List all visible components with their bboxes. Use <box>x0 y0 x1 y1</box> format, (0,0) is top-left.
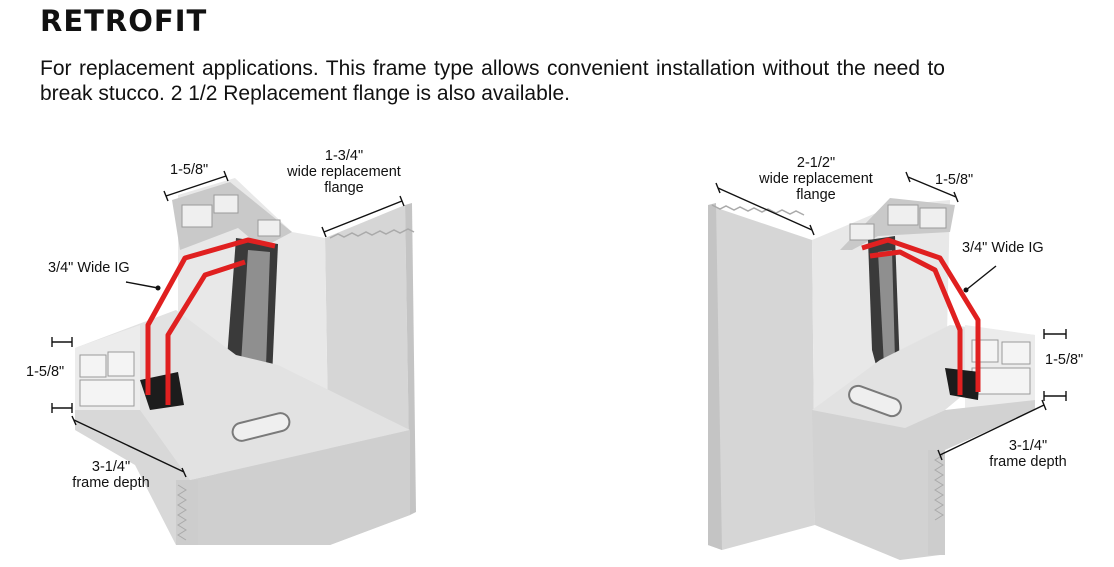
right-dimension-lines <box>715 171 1067 461</box>
left-depth-line1: 3-1/4" <box>91 459 131 475</box>
right-dim-top-width: 1-5/8" <box>935 172 974 188</box>
right-flange-line1: 2-1/2" <box>796 155 836 171</box>
right-flange-line2: wide replacement <box>759 171 873 187</box>
left-ig-outline <box>145 237 276 405</box>
left-flange-line2: wide replacement <box>287 164 401 180</box>
right-depth-label: 3-1/4" frame depth <box>978 438 1078 470</box>
page-description: For replacement applications. This frame… <box>40 57 945 105</box>
left-frame-body <box>75 178 416 545</box>
right-ig-pointer-dot <box>963 287 969 293</box>
right-depth-line2: frame depth <box>989 454 1067 470</box>
left-flange-line1: 1-3/4" <box>324 148 364 164</box>
page-title: RETROFIT <box>40 4 208 38</box>
right-depth-line1: 3-1/4" <box>1008 438 1048 454</box>
left-flange-label: 1-3/4" wide replacement flange <box>272 148 416 196</box>
left-depth-label: 3-1/4" frame depth <box>58 459 164 491</box>
left-flange-line3: flange <box>324 180 364 196</box>
left-dimension-lines <box>51 170 405 478</box>
left-ig-label: 3/4" Wide IG <box>48 260 130 276</box>
left-depth-line2: frame depth <box>72 475 150 491</box>
left-dim-side: 1-5/8" <box>26 364 65 380</box>
right-dim-side: 1-5/8" <box>1045 352 1084 368</box>
left-ig-pointer-dot <box>155 285 161 291</box>
right-ig-outline <box>861 237 981 395</box>
left-dim-top-width: 1-5/8" <box>170 162 209 178</box>
right-flange-label: 2-1/2" wide replacement flange <box>746 155 886 203</box>
right-flange-line3: flange <box>796 187 836 203</box>
right-ig-label: 3/4" Wide IG <box>962 240 1044 256</box>
